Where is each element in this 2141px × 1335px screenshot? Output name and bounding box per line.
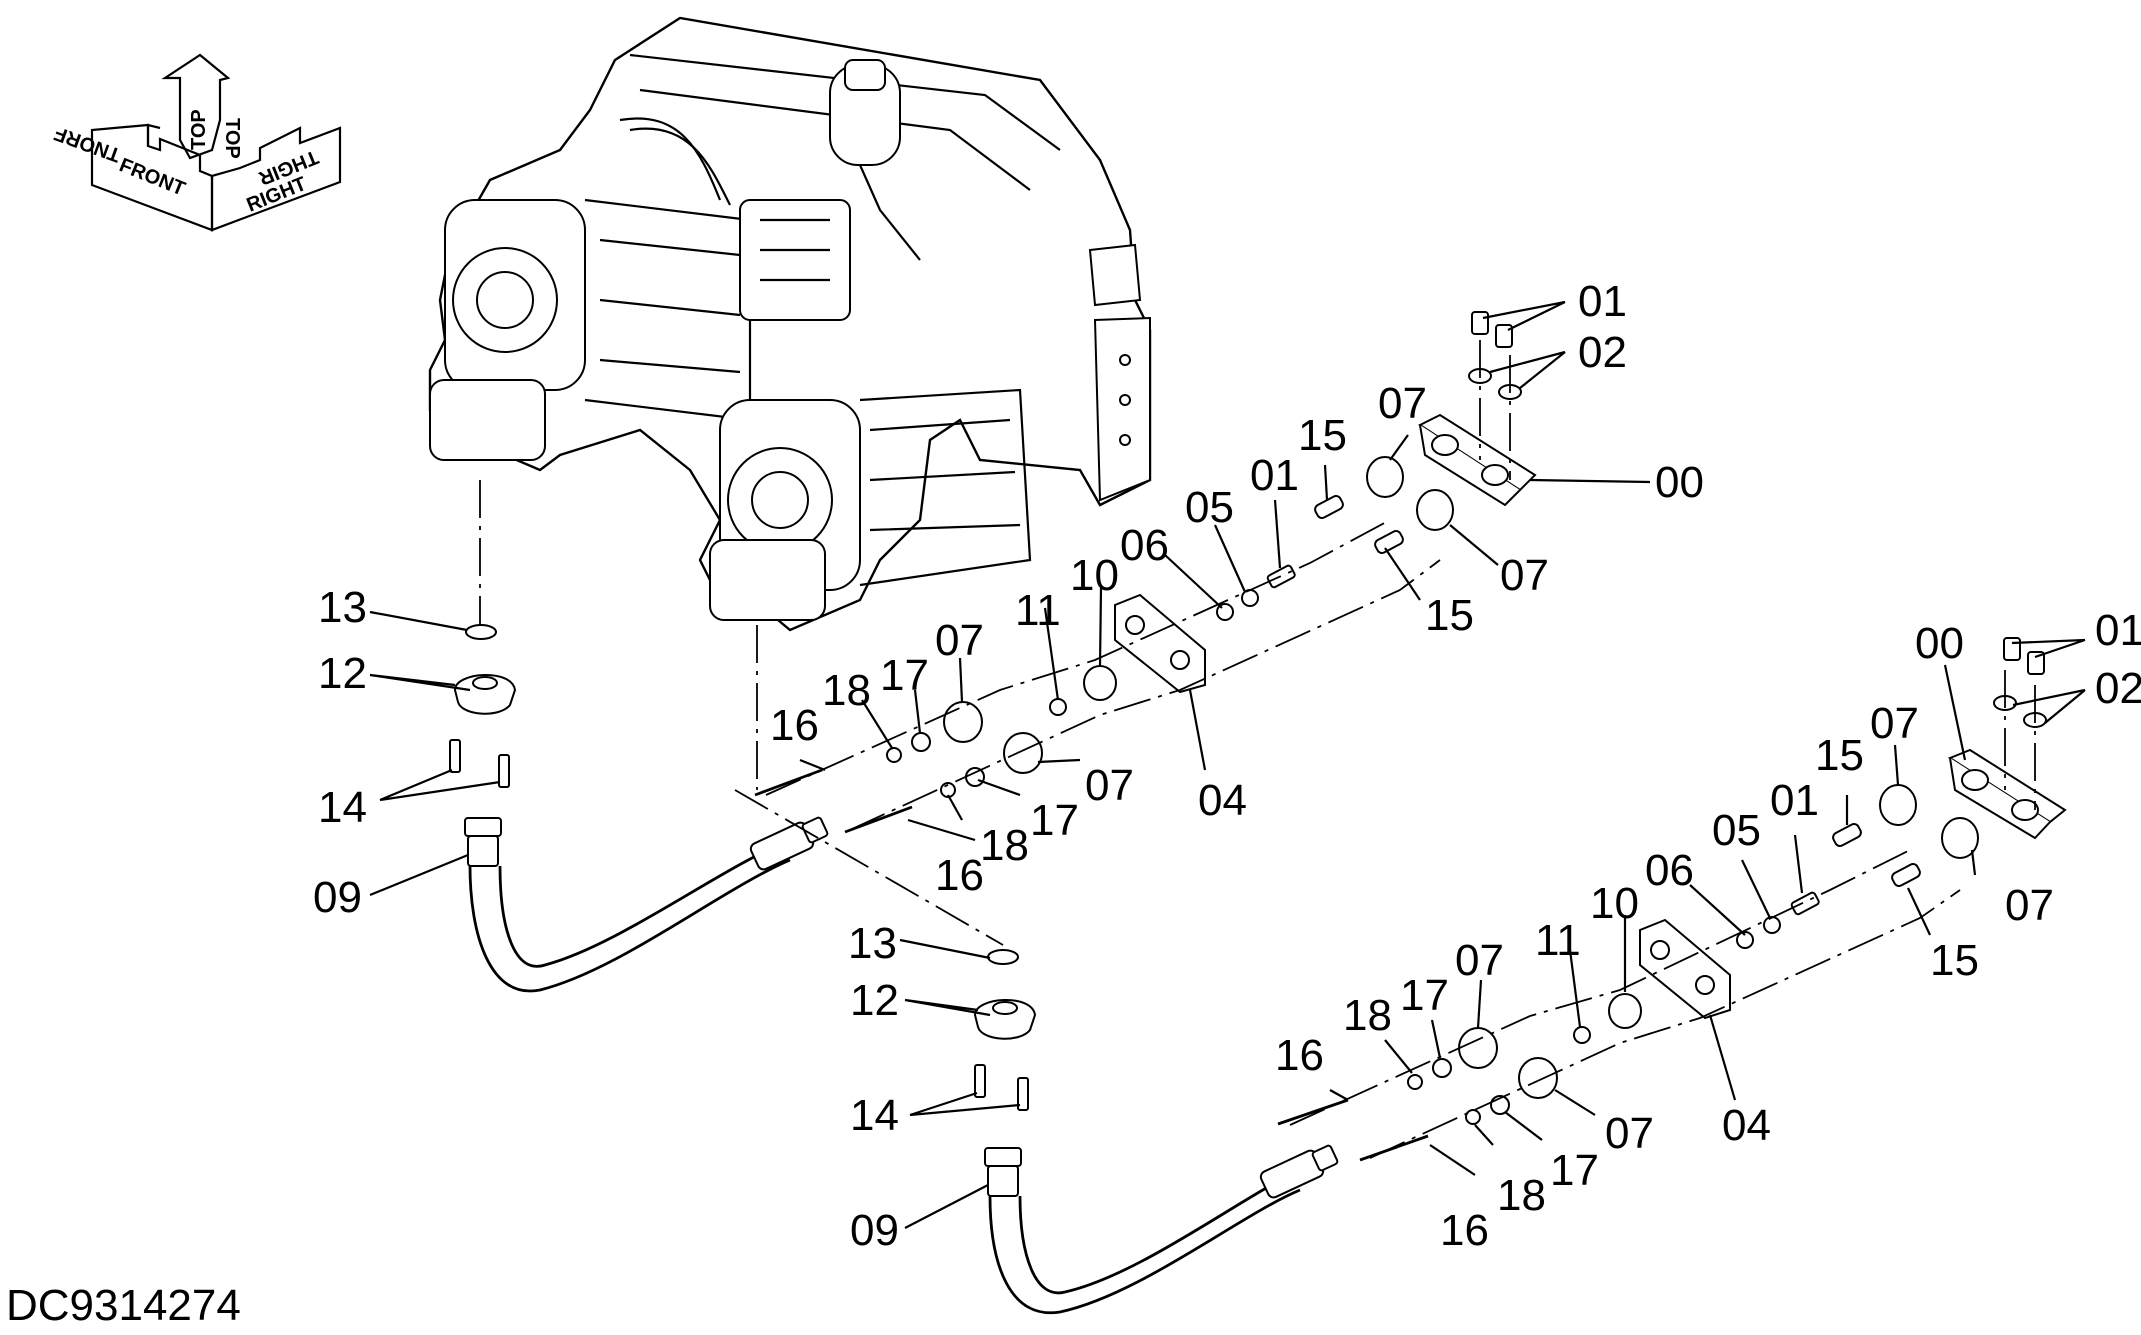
label-01-a2: 01 — [1250, 451, 1299, 500]
label-17-a1: 17 — [880, 651, 929, 700]
label-00-b: 00 — [1915, 619, 1964, 668]
label-09-a: 09 — [313, 873, 362, 922]
label-06-b: 06 — [1645, 846, 1694, 895]
part-labels: 01 02 00 07 07 15 15 01 05 06 10 11 07 0… — [313, 277, 2141, 1255]
label-07-b4: 07 — [1605, 1109, 1654, 1158]
label-04-b: 04 — [1722, 1101, 1771, 1150]
diagram-id: DC9314274 — [6, 1281, 241, 1330]
direction-indicator: FRONT TNORF TOP TOP RIGHT THGIR — [51, 53, 342, 232]
top-text: TOP — [188, 109, 210, 150]
label-01-b2: 01 — [1770, 776, 1819, 825]
label-07-a3: 07 — [935, 616, 984, 665]
label-17-b2: 17 — [1550, 1146, 1599, 1195]
label-05-b: 05 — [1712, 806, 1761, 855]
label-16-a2: 16 — [935, 851, 984, 900]
label-18-b2: 18 — [1497, 1171, 1546, 1220]
label-15-b2: 15 — [1930, 936, 1979, 985]
label-17-b1: 17 — [1400, 971, 1449, 1020]
label-11-a: 11 — [1015, 586, 1061, 635]
label-13-b: 13 — [848, 919, 897, 968]
label-14-a: 14 — [318, 783, 367, 832]
label-15-b1: 15 — [1815, 731, 1864, 780]
label-06-a: 06 — [1120, 521, 1169, 570]
label-00-a: 00 — [1655, 458, 1704, 507]
pump-assembly-drawing — [428, 16, 1152, 632]
label-18-a2: 18 — [980, 821, 1029, 870]
label-07-b3: 07 — [1455, 936, 1504, 985]
front-text: FRONT — [116, 154, 188, 200]
label-10-b: 10 — [1590, 879, 1639, 928]
label-01-a: 01 — [1578, 277, 1627, 326]
label-02-b: 02 — [2095, 664, 2141, 713]
label-16-b2: 16 — [1440, 1206, 1489, 1255]
label-07-a1: 07 — [1378, 379, 1427, 428]
label-15-a2: 15 — [1425, 591, 1474, 640]
leader-lines — [369, 300, 2086, 1229]
label-02-a: 02 — [1578, 328, 1627, 377]
label-16-b1: 16 — [1275, 1031, 1324, 1080]
top-text-mirrored: TOP — [221, 118, 243, 159]
label-07-a4: 07 — [1085, 761, 1134, 810]
label-12-b: 12 — [850, 976, 899, 1025]
label-17-a2: 17 — [1030, 796, 1079, 845]
label-10-a: 10 — [1070, 551, 1119, 600]
label-12-a: 12 — [318, 649, 367, 698]
label-11-b: 11 — [1535, 916, 1581, 965]
label-05-a: 05 — [1185, 483, 1234, 532]
label-15-a1: 15 — [1298, 411, 1347, 460]
label-14-b: 14 — [850, 1091, 899, 1140]
label-07-b2: 07 — [2005, 881, 2054, 930]
label-09-b: 09 — [850, 1206, 899, 1255]
label-18-a1: 18 — [822, 666, 871, 715]
label-07-b1: 07 — [1870, 699, 1919, 748]
label-01-b: 01 — [2095, 606, 2141, 655]
label-16-a1: 16 — [770, 701, 819, 750]
label-07-a2: 07 — [1500, 551, 1549, 600]
label-18-b1: 18 — [1343, 991, 1392, 1040]
label-04-a: 04 — [1198, 776, 1247, 825]
label-13-a: 13 — [318, 583, 367, 632]
